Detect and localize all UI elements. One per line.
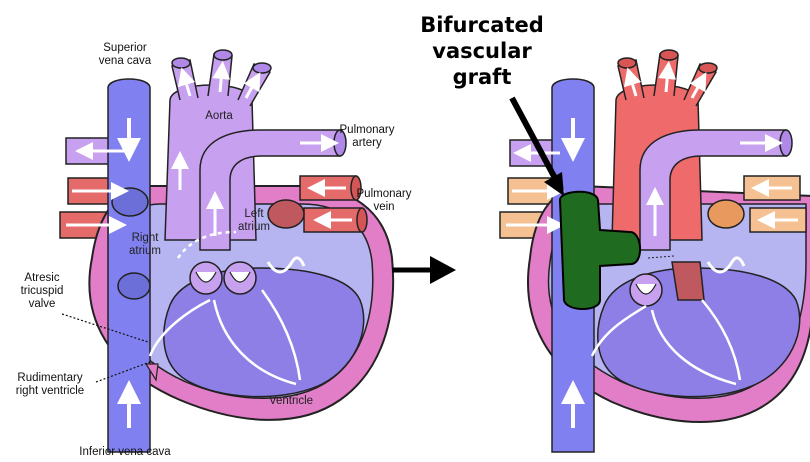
- left-right-atrium-ivc-opening: [118, 273, 150, 299]
- right-aorta-branch-cap-1: [618, 58, 636, 68]
- label-inferior-vena-cava: Inferior vena cava: [60, 446, 190, 459]
- label-bifurcated-vascular-graft: Bifurcated vascular graft: [405, 12, 559, 90]
- right-aortic-valve: [630, 274, 662, 306]
- label-rudimentary-right-ventricle: Rudimentary right ventricle: [0, 372, 100, 398]
- label-left-atrium: Left atrium: [234, 208, 274, 234]
- left-aortic-valve: [190, 262, 222, 294]
- right-left-atrium-opening: [708, 200, 744, 228]
- right-aorta-branch-cap-2: [660, 50, 678, 60]
- label-superior-vena-cava: Superior vena cava: [88, 42, 162, 68]
- label-right-atrium: Right atrium: [118, 232, 172, 258]
- label-aorta: Aorta: [194, 110, 244, 123]
- left-aorta-branch-cap-1: [172, 58, 190, 68]
- label-pulmonary-artery: Pulmonary artery: [330, 124, 404, 150]
- right-aorta-branch-cap-3: [699, 63, 717, 73]
- right-heart-diagram: [500, 50, 810, 452]
- left-pulmonary-valve: [224, 262, 256, 294]
- transition-arrow: [392, 256, 456, 284]
- label-atresic-tricuspid-valve: Atresic tricuspid valve: [10, 272, 74, 311]
- label-pulmonary-vein: Pulmonary vein: [352, 188, 416, 214]
- right-pulmonary-artery-end: [780, 130, 792, 156]
- label-ventricle: Ventricle: [258, 395, 324, 408]
- left-aorta-branch-cap-3: [253, 63, 271, 73]
- left-aorta-flow-arrow-2: [220, 70, 222, 92]
- left-aorta-branch-cap-2: [214, 50, 232, 60]
- right-aorta-flow-arrow-2: [666, 70, 668, 92]
